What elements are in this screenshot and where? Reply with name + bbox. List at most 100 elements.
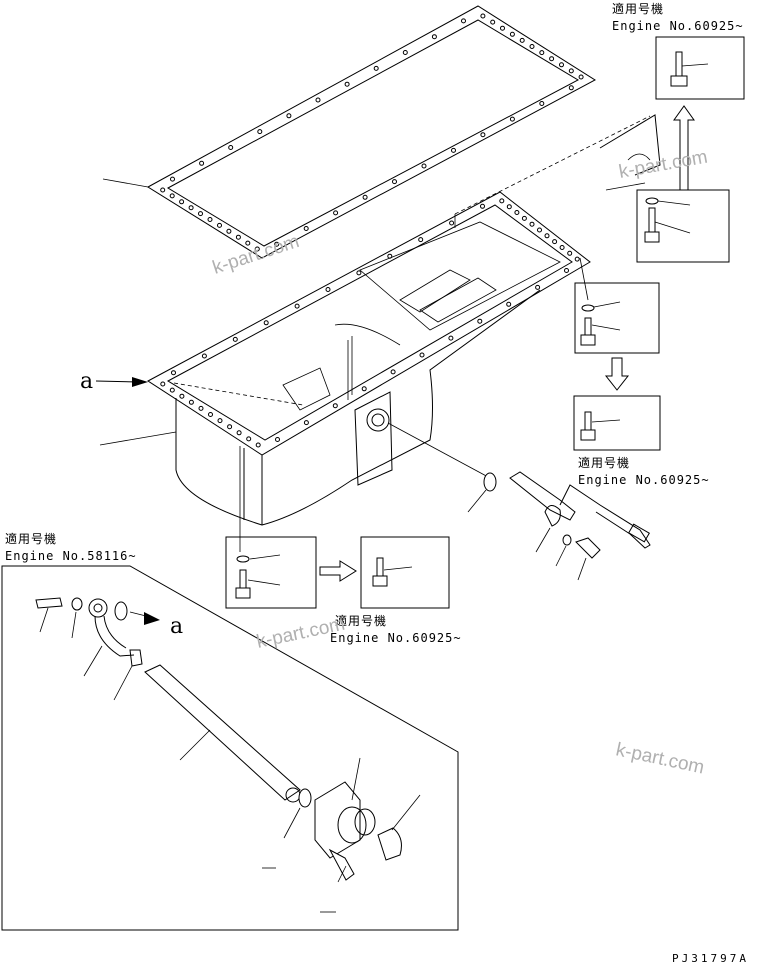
cut-mark (627, 153, 651, 161)
applicable-label-3: 適用号機 (335, 613, 387, 628)
bolt-hole (480, 132, 486, 138)
applicable-label-2: 適用号機 (578, 455, 630, 470)
bolt-hole (559, 62, 564, 68)
bolt-hole (169, 193, 175, 199)
bolt-hole (529, 221, 535, 227)
watermark-2: k-part.com (617, 147, 709, 183)
down-arrow-icon (604, 357, 630, 391)
bolt-hole (529, 44, 535, 49)
bolt-hole (179, 393, 185, 399)
ref-a-label-2: a (170, 614, 183, 639)
bolt-hole (567, 250, 573, 256)
bolt-icon (235, 569, 251, 599)
bolt-hole (509, 31, 515, 37)
drain-plug-icon (377, 827, 402, 861)
bolt-icon (372, 557, 388, 587)
bolt-hole (390, 369, 396, 375)
bolt-hole (199, 160, 205, 166)
bolt-icon (670, 51, 709, 87)
bolt-hole (274, 241, 280, 247)
engine-number-label-3: Engine No.60925~ (330, 631, 462, 645)
bolt-hole (332, 403, 338, 409)
ref-a-arrow: a (80, 369, 148, 394)
bolt-hole (419, 352, 425, 358)
bolt-icon (644, 207, 660, 243)
bolt-hole (480, 13, 486, 19)
applicable-label-4: 適用号機 (5, 531, 57, 546)
bolt-hole (506, 204, 512, 210)
bolt-hole (160, 381, 166, 387)
bolt-hole (179, 199, 185, 205)
bolt-hole (198, 211, 203, 217)
o-ring-icon (114, 601, 128, 621)
bolt-icon (580, 317, 596, 346)
bolt-hole (207, 217, 213, 222)
bolt-hole (519, 37, 525, 43)
washer-icon (645, 197, 659, 205)
bolt-hole (544, 233, 550, 239)
bolt-hole (421, 163, 427, 169)
bolt-hole (160, 187, 166, 193)
bolt-hole (325, 287, 331, 292)
bolt-hole (537, 227, 542, 233)
bolt-hole (361, 386, 367, 392)
watermark-3: k-part.com (255, 614, 347, 653)
bolt-hole (228, 145, 234, 150)
bolt-hole (568, 68, 574, 74)
bolt-hole (578, 74, 584, 80)
bolt-hole (275, 437, 280, 442)
detail-box-top-right: 適用号機 Engine No.60925~ (612, 1, 745, 100)
bolt-hole (227, 424, 233, 430)
detail-box-washer-bolt-middle (574, 282, 660, 354)
bolt-hole (521, 215, 527, 221)
bolt-hole (514, 210, 520, 215)
bolt-hole (431, 34, 437, 40)
bolt-hole (539, 101, 545, 106)
bolt-hole (392, 179, 397, 185)
bolt-hole (217, 222, 222, 228)
bolt-hole (198, 405, 204, 411)
bolt-hole (480, 203, 485, 209)
cut-bracket (599, 114, 661, 176)
bolt-hole (362, 194, 368, 200)
engine-number-label-2: Engine No.60925~ (578, 473, 710, 487)
bolt-hole (499, 198, 505, 204)
detail-box-bolt-lower: 適用号機 Engine No.60925~ (573, 395, 710, 487)
bolt-hole (449, 220, 455, 226)
bolt-hole (171, 370, 176, 376)
bolt-hole (294, 303, 300, 309)
bolt-hole (169, 387, 175, 393)
bolt-hole (559, 245, 565, 250)
bolt-hole (506, 301, 512, 307)
engine-number-label-4: Engine No.58116~ (5, 549, 137, 563)
bolt-icon (580, 411, 596, 441)
bolt-icon (575, 537, 601, 581)
o-ring-icon (483, 472, 497, 492)
dashed-leaders (173, 115, 651, 552)
bolt-hole (451, 147, 456, 153)
bolt-hole (303, 226, 309, 231)
engine-number-label-1: Engine No.60925~ (612, 19, 744, 33)
bolt-hole (402, 50, 408, 55)
bolt-hole (236, 430, 242, 436)
bolt-hole (509, 116, 515, 122)
bolt-hole (208, 412, 213, 417)
watermark-4: k-part.com (614, 739, 706, 778)
bolt-hole (549, 56, 555, 62)
bolt-hole (254, 246, 260, 252)
washer-icon (581, 304, 595, 312)
detail-box-bolt-lower-right: 適用号機 Engine No.60925~ (330, 536, 462, 645)
bolt-hole (373, 65, 379, 71)
bolt-hole (500, 25, 505, 31)
bolt-hole (344, 81, 350, 87)
bolt-icon (328, 848, 355, 883)
washer-icon (236, 555, 250, 563)
applicable-label-1: 適用号機 (612, 1, 664, 16)
bolt-hole (448, 335, 454, 341)
bolt-hole (356, 270, 362, 276)
drawing-code: PJ31797A (672, 952, 749, 965)
bolt-hole (564, 268, 569, 273)
detail-box-washer-bolt-lower-left (225, 536, 317, 609)
oil-pan-gasket (102, 5, 596, 259)
